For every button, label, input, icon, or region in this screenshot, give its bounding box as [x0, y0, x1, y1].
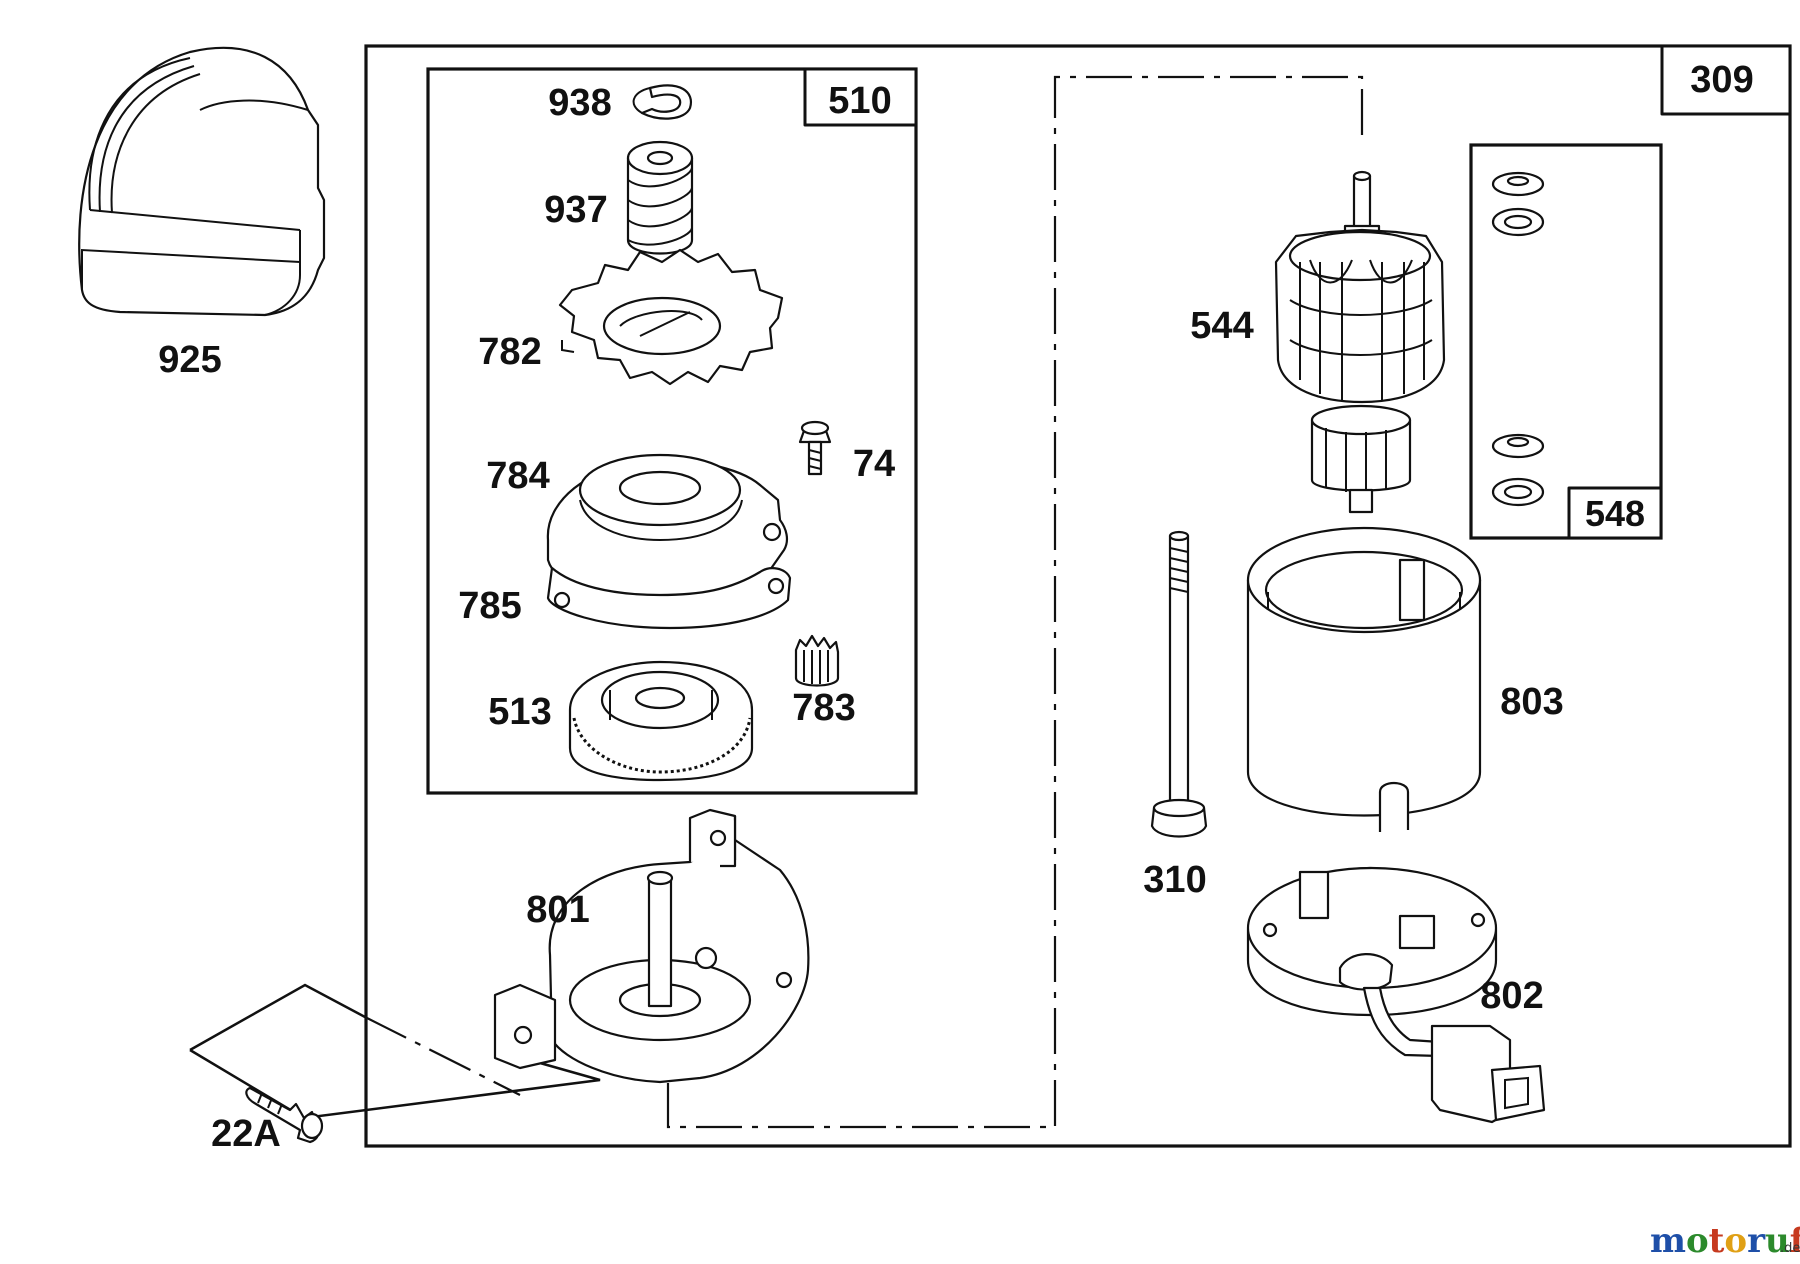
gasket-785 — [546, 566, 792, 630]
washers-548 — [1491, 171, 1545, 507]
assembly-309-frame — [364, 44, 1792, 1148]
label-938: 938 — [548, 82, 611, 124]
box-tag-510: 510 — [803, 67, 918, 127]
label-785: 785 — [458, 585, 521, 627]
helix-worm-937 — [626, 140, 694, 255]
armature-544 — [1274, 170, 1446, 514]
box-label-309: 309 — [1690, 59, 1753, 101]
label-782: 782 — [478, 331, 541, 373]
label-783: 783 — [792, 687, 855, 729]
connector-line-shaft — [666, 75, 1364, 1129]
housing-784 — [546, 453, 789, 602]
assembly-510-frame — [426, 67, 918, 795]
pinion-783 — [794, 634, 840, 687]
watermark-brand: motoruf — [1650, 1221, 1800, 1261]
label-544: 544 — [1190, 305, 1253, 347]
label-22a: 22A — [211, 1113, 281, 1155]
brush-plate-802 — [1246, 866, 1546, 1124]
label-74: 74 — [853, 443, 895, 485]
label-801: 801 — [526, 889, 589, 931]
box-tag-548: 548 — [1567, 486, 1663, 540]
label-784: 784 — [486, 455, 549, 497]
label-802: 802 — [1480, 975, 1543, 1017]
watermark-logo: motoruf .de — [1650, 1221, 1800, 1261]
box-label-510: 510 — [828, 80, 891, 122]
screw-22a — [245, 1086, 324, 1144]
box-label-548: 548 — [1585, 493, 1645, 534]
label-310: 310 — [1143, 859, 1206, 901]
assembly-548-frame — [1469, 143, 1663, 540]
label-803: 803 — [1500, 681, 1563, 723]
through-bolt-310 — [1150, 530, 1208, 838]
e-ring-938 — [632, 84, 693, 120]
ring-gear-513 — [568, 660, 754, 782]
screw-74 — [798, 420, 832, 476]
label-513: 513 — [488, 691, 551, 733]
box-tag-309: 309 — [1660, 44, 1792, 116]
end-cap-801 — [493, 808, 810, 1084]
label-937: 937 — [544, 189, 607, 231]
cover-925 — [78, 46, 326, 317]
connector-bracket-22a — [189, 983, 601, 1120]
label-925: 925 — [158, 339, 221, 381]
gear-782 — [558, 248, 784, 386]
field-frame-803 — [1246, 526, 1482, 832]
watermark-suffix: .de — [1780, 1241, 1800, 1256]
